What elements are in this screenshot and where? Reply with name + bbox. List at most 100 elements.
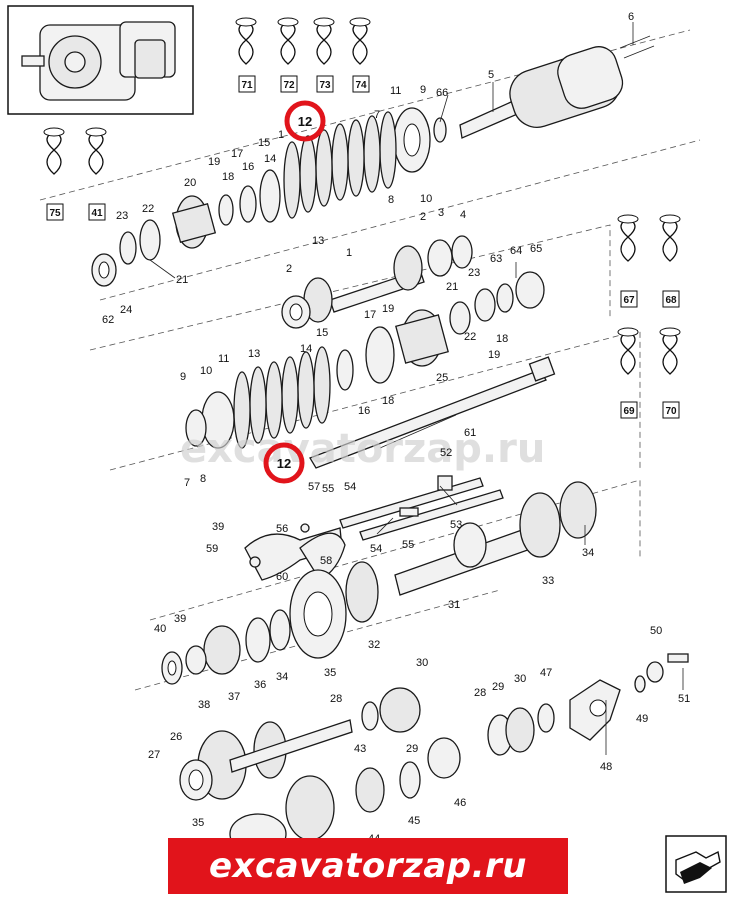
lubricant-symbol-icon: 72 (277, 17, 299, 93)
box-label: 69 (623, 406, 635, 417)
part-label: 14 (264, 153, 276, 165)
part-label: 52 (440, 447, 452, 459)
part-label: 18 (222, 171, 234, 183)
part-label: 21 (176, 274, 188, 286)
part-label: 64 (510, 245, 522, 257)
part-label: 2 (420, 211, 426, 223)
part-label: 29 (492, 681, 504, 693)
part-label: 36 (254, 679, 266, 691)
part-label: 22 (464, 331, 476, 343)
leader-lines (149, 22, 684, 755)
part-label: 8 (200, 473, 206, 485)
part-label: 10 (420, 193, 432, 205)
part-label: 24 (120, 304, 132, 316)
part-label: 19 (382, 303, 394, 315)
box-label: 68 (665, 295, 677, 306)
part-label: 19 (208, 156, 220, 168)
part-label: 11 (390, 85, 401, 97)
part-label: 54 (370, 543, 382, 555)
part-label: 11 (218, 353, 229, 365)
part-label: 34 (582, 547, 594, 559)
middle-shaft-assembly (185, 235, 556, 469)
part-label: 21 (446, 281, 458, 293)
box-label: 70 (665, 406, 677, 417)
part-label: 32 (368, 639, 380, 651)
part-label: 18 (382, 395, 394, 407)
lower-gear-assembly (179, 653, 689, 855)
part-label: 55 (402, 539, 414, 551)
part-label: 40 (154, 623, 166, 635)
part-label: 39 (212, 521, 224, 533)
lubricant-symbol-icon: 71 (235, 17, 257, 93)
part-label: 59 (206, 543, 218, 555)
part-label: 54 (344, 481, 356, 493)
part-label: 37 (228, 691, 240, 703)
part-label: 7 (374, 109, 380, 121)
part-label: 35 (324, 667, 336, 679)
part-label: 65 (530, 243, 542, 255)
part-label: 48 (600, 761, 612, 773)
part-label: 5 (488, 69, 494, 81)
part-label: 47 (540, 667, 552, 679)
part-label: 45 (408, 815, 420, 827)
highlight-label: 12 (277, 456, 291, 471)
lubricant-symbol-icon: 67 (617, 214, 639, 308)
brand-banner: excavatorzap.ru (168, 838, 568, 894)
part-label: 63 (490, 253, 502, 265)
part-label: 9 (180, 371, 186, 383)
part-label: 26 (170, 731, 182, 743)
upper-shaft-assembly (91, 35, 655, 287)
part-label: 10 (200, 365, 212, 377)
clutch-disc-pack (283, 111, 397, 219)
part-label: 49 (636, 713, 648, 725)
part-label: 53 (450, 519, 462, 531)
part-label: 14 (300, 343, 312, 355)
part-label: 30 (416, 657, 428, 669)
part-label: 35 (192, 817, 204, 829)
part-label: 16 (358, 405, 370, 417)
part-label: 39 (174, 613, 186, 625)
orientation-arrow-icon (665, 835, 727, 893)
part-label: 62 (102, 314, 114, 326)
lubricant-symbol-icon: 70 (659, 327, 681, 419)
clutch-disc-pack-lower (233, 346, 331, 449)
box-label: 74 (355, 80, 367, 91)
part-label: 16 (242, 161, 254, 173)
shift-fork-assembly (244, 475, 504, 581)
part-label: 33 (542, 575, 554, 587)
output-shaft-assembly (161, 481, 597, 685)
box-label: 41 (91, 208, 103, 219)
part-label: 34 (276, 671, 288, 683)
part-label: 43 (354, 743, 366, 755)
watermark-text: excavatorzap.ru (180, 426, 545, 472)
part-label: 22 (142, 203, 154, 215)
part-label: 19 (488, 349, 500, 361)
transmission-inset-image (7, 5, 194, 115)
part-label: 51 (678, 693, 690, 705)
part-label: 20 (184, 177, 196, 189)
part-label: 57 (308, 481, 320, 493)
part-label: 9 (420, 84, 426, 96)
box-label: 71 (241, 80, 253, 91)
part-label: 15 (258, 137, 270, 149)
part-label: 55 (322, 483, 334, 495)
lubricant-symbol-icon: 73 (313, 17, 335, 93)
part-label: 17 (364, 309, 376, 321)
box-label: 73 (319, 80, 331, 91)
part-label: 60 (276, 571, 288, 583)
part-label: 23 (116, 210, 128, 222)
highlight-label: 12 (298, 114, 312, 129)
part-label: 38 (198, 699, 210, 711)
box-label: 67 (623, 295, 635, 306)
part-label: 28 (330, 693, 342, 705)
box-label: 75 (49, 208, 61, 219)
part-label: 25 (436, 372, 448, 384)
part-label: 13 (312, 235, 324, 247)
part-label: 46 (454, 797, 466, 809)
part-label: 27 (148, 749, 160, 761)
lubricant-symbol-icon: 75 (43, 127, 65, 221)
brand-banner-text: excavatorzap.ru (208, 846, 528, 886)
lubricant-symbol-icon: 69 (617, 327, 639, 419)
box-label: 72 (283, 80, 295, 91)
